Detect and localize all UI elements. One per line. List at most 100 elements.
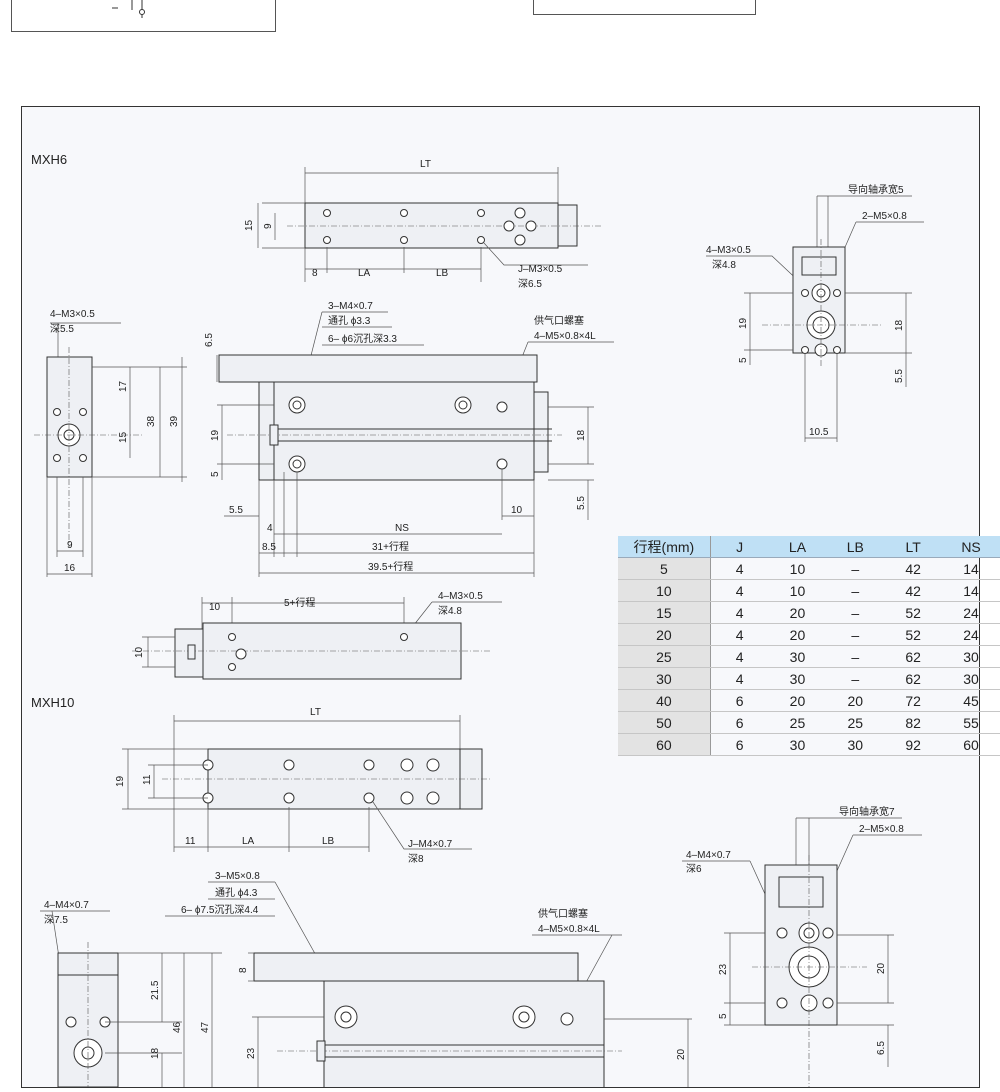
table-cell: 4 [710, 645, 769, 668]
dim-23: 23 [718, 963, 729, 975]
dim-15: 15 [244, 219, 255, 231]
dim-5-5b: 5.5 [576, 496, 587, 510]
stroke-cell: 40 [618, 689, 711, 712]
table-cell: 72 [884, 689, 943, 712]
table-cell: 4 [710, 557, 769, 580]
dim-stroke: 5+行程 [284, 596, 315, 609]
table-cell: 20 [768, 601, 827, 624]
table-cell: – [826, 579, 885, 602]
table-cell: 62 [884, 667, 943, 690]
mxh10-side-view: 3–M5×0.8 通孔 ϕ4.3 6– ϕ7.5沉孔深4.4 供气口螺塞 4–M… [165, 871, 692, 1092]
col-header-ns: NS [942, 536, 1000, 558]
callout-depth: 深7.5 [44, 914, 68, 926]
dim-16: 16 [64, 563, 76, 574]
callout-thread: 4–M3×0.5 [50, 309, 95, 320]
table-cell: – [826, 645, 885, 668]
dim-47: 47 [200, 1021, 211, 1033]
table-cell: 30 [768, 667, 827, 690]
callout-c2: 通孔 ϕ4.3 [215, 887, 258, 899]
dim-lb: LB [322, 836, 335, 847]
callout-j-thread: J–M3×0.5 [518, 264, 563, 275]
table-cell: 52 [884, 601, 943, 624]
mxh10-end-view-left: 4–M4×0.7 深7.5 21.5 46 47 18 [40, 900, 222, 1088]
callout-guide: 导向轴承宽7 [839, 805, 895, 818]
dim-18: 18 [150, 1047, 161, 1059]
table-cell: 30 [826, 733, 885, 756]
table-cell: 10 [768, 557, 827, 580]
stroke-cell: 50 [618, 711, 711, 734]
dim-5: 5 [718, 1013, 729, 1019]
callout-guide: 导向轴承宽5 [848, 183, 904, 196]
callout-c1: 3–M4×0.7 [328, 301, 373, 312]
callout-c3: 6– ϕ6沉孔深3.3 [328, 332, 397, 345]
mxh6-bottom-view: 10 5+行程 4–M3×0.5 深4.8 10 [132, 591, 502, 680]
table-cell: – [826, 557, 885, 580]
dim-19: 19 [210, 429, 221, 441]
table-cell: 24 [942, 623, 1000, 646]
table-cell: 92 [884, 733, 943, 756]
previous-drawing-frame-left [11, 0, 276, 32]
table-cell: 6 [710, 711, 769, 734]
table-cell: 20 [768, 623, 827, 646]
table-cell: 14 [942, 579, 1000, 602]
dim-18: 18 [576, 429, 587, 441]
table-cell: 45 [942, 689, 1000, 712]
col-header-stroke: 行程(mm) [618, 536, 711, 558]
table-cell: 6 [710, 733, 769, 756]
callout-j-thread: J–M4×0.7 [408, 839, 453, 850]
callout-thread4: 4–M3×0.5 [706, 245, 751, 256]
callout-thread2: 2–M5×0.8 [862, 211, 907, 222]
dim-31: 31+行程 [372, 540, 409, 553]
table-cell: 30 [942, 645, 1000, 668]
callout-c1: 3–M5×0.8 [215, 871, 260, 882]
callout-depth: 深5.5 [50, 323, 74, 335]
table-cell: – [826, 601, 885, 624]
table-cell: 30 [942, 667, 1000, 690]
table-cell: 42 [884, 557, 943, 580]
dim-46: 46 [172, 1021, 183, 1033]
table-cell: 14 [942, 557, 1000, 580]
callout-j-depth: 深6.5 [518, 278, 542, 290]
table-cell: 30 [768, 645, 827, 668]
table-header-row: 行程(mm) J LA LB LT NS [618, 536, 1000, 558]
dim-9: 9 [67, 540, 73, 551]
table-cell: 4 [710, 623, 769, 646]
callout-port1: 供气口螺塞 [538, 907, 588, 920]
callout-port1: 供气口螺塞 [534, 314, 584, 327]
mxh6-top-view: LT 15 9 8 LA LB J–M3×0.5 [244, 159, 602, 290]
dim-6-5: 6.5 [876, 1041, 887, 1055]
previous-drawing-fragment [112, 0, 145, 18]
dim-15: 15 [118, 431, 129, 443]
table-cell: 20 [826, 689, 885, 712]
table-cell: 25 [826, 711, 885, 734]
dim-lt: LT [310, 707, 321, 718]
dim-4: 4 [267, 523, 273, 534]
dim-11b: 11 [185, 836, 196, 847]
dim-18: 18 [894, 319, 905, 331]
stroke-cell: 5 [618, 557, 711, 580]
table-cell: 55 [942, 711, 1000, 734]
dim-8: 8 [312, 268, 318, 279]
dim-20: 20 [876, 962, 887, 974]
table-cell: 4 [710, 579, 769, 602]
table-cell: 82 [884, 711, 943, 734]
callout-thread2: 2–M5×0.8 [859, 824, 904, 835]
callout-c2: 通孔 ϕ3.3 [328, 315, 371, 327]
mxh6-end-view-left: 4–M3×0.5 深5.5 17 15 38 39 [34, 309, 187, 577]
dim-8-5: 8.5 [262, 542, 276, 553]
table-cell: 62 [884, 645, 943, 668]
table-cell: – [826, 623, 885, 646]
callout-j-depth: 深8 [408, 853, 424, 865]
table-cell: 6 [710, 689, 769, 712]
table-cell: 10 [768, 579, 827, 602]
table-cell: 20 [768, 689, 827, 712]
stroke-cell: 20 [618, 623, 711, 646]
dim-10-5: 10.5 [809, 427, 829, 438]
